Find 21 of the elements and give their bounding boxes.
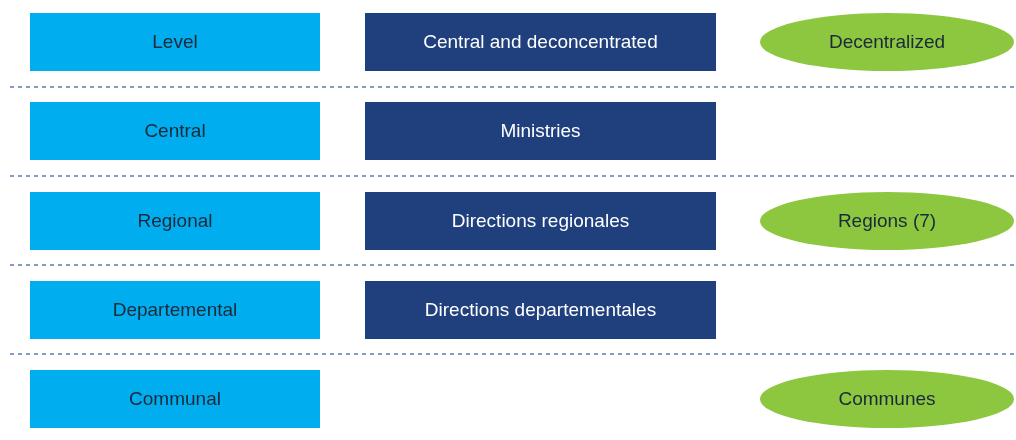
level-box — [30, 192, 320, 250]
box-label: Central and deconcentrated — [423, 29, 658, 54]
level-box — [30, 102, 320, 160]
box-label: Level — [152, 29, 198, 54]
box-label: Central — [144, 118, 206, 143]
level-box — [30, 370, 320, 428]
box-label: Decentralized — [828, 29, 946, 54]
box-label: Regional — [137, 208, 213, 233]
box-label: Directions regionales — [451, 208, 630, 233]
box-label: Directions departementales — [424, 297, 657, 322]
administration-box — [365, 102, 716, 160]
box-label: Regions (7) — [837, 208, 937, 233]
administration-box — [365, 192, 716, 250]
administration-box — [365, 281, 716, 339]
box-label: Ministries — [500, 118, 581, 143]
box-label: Communal — [129, 386, 221, 411]
level-box — [30, 281, 320, 339]
box-label: Communes — [838, 386, 936, 411]
box-label: Departemental — [112, 297, 238, 322]
level-box — [30, 13, 320, 71]
administration-box — [365, 13, 716, 71]
